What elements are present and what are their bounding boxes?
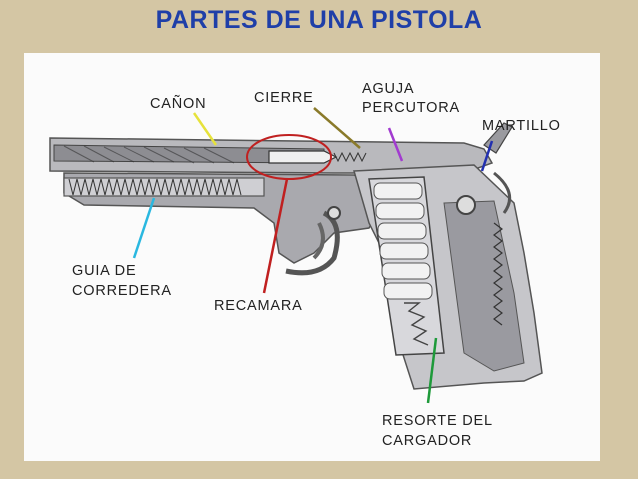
label-guia-line2: CORREDERA xyxy=(72,283,172,299)
aguja-leader-line xyxy=(387,127,404,162)
cierre-leader-line xyxy=(313,107,361,149)
page-title: PARTES DE UNA PISTOLA xyxy=(155,6,483,34)
martillo-leader-line xyxy=(480,140,494,172)
recamara-highlight-circle xyxy=(246,134,332,180)
resorte-leader-line xyxy=(426,337,438,404)
guia-leader-line xyxy=(132,197,156,259)
label-resorte-line1: RESORTE DEL xyxy=(382,413,493,429)
label-aguja-line1: AGUJA xyxy=(362,81,414,97)
canon-leader-line xyxy=(192,112,218,146)
label-canon: CAÑON xyxy=(150,95,206,112)
pistol-diagram: CAÑON CIERRE AGUJA PERCUTORA MARTILLO GU… xyxy=(49,81,561,449)
pistol-silhouette xyxy=(49,122,543,390)
label-martillo: MARTILLO xyxy=(482,118,561,134)
recamara-leader-line xyxy=(262,178,289,294)
label-guia-line1: GUIA DE xyxy=(72,263,136,279)
label-resorte-line2: CARGADOR xyxy=(382,433,472,449)
label-aguja-line2: PERCUTORA xyxy=(362,100,460,116)
label-cierre: CIERRE xyxy=(254,90,314,106)
label-recamara: RECAMARA xyxy=(214,298,303,314)
